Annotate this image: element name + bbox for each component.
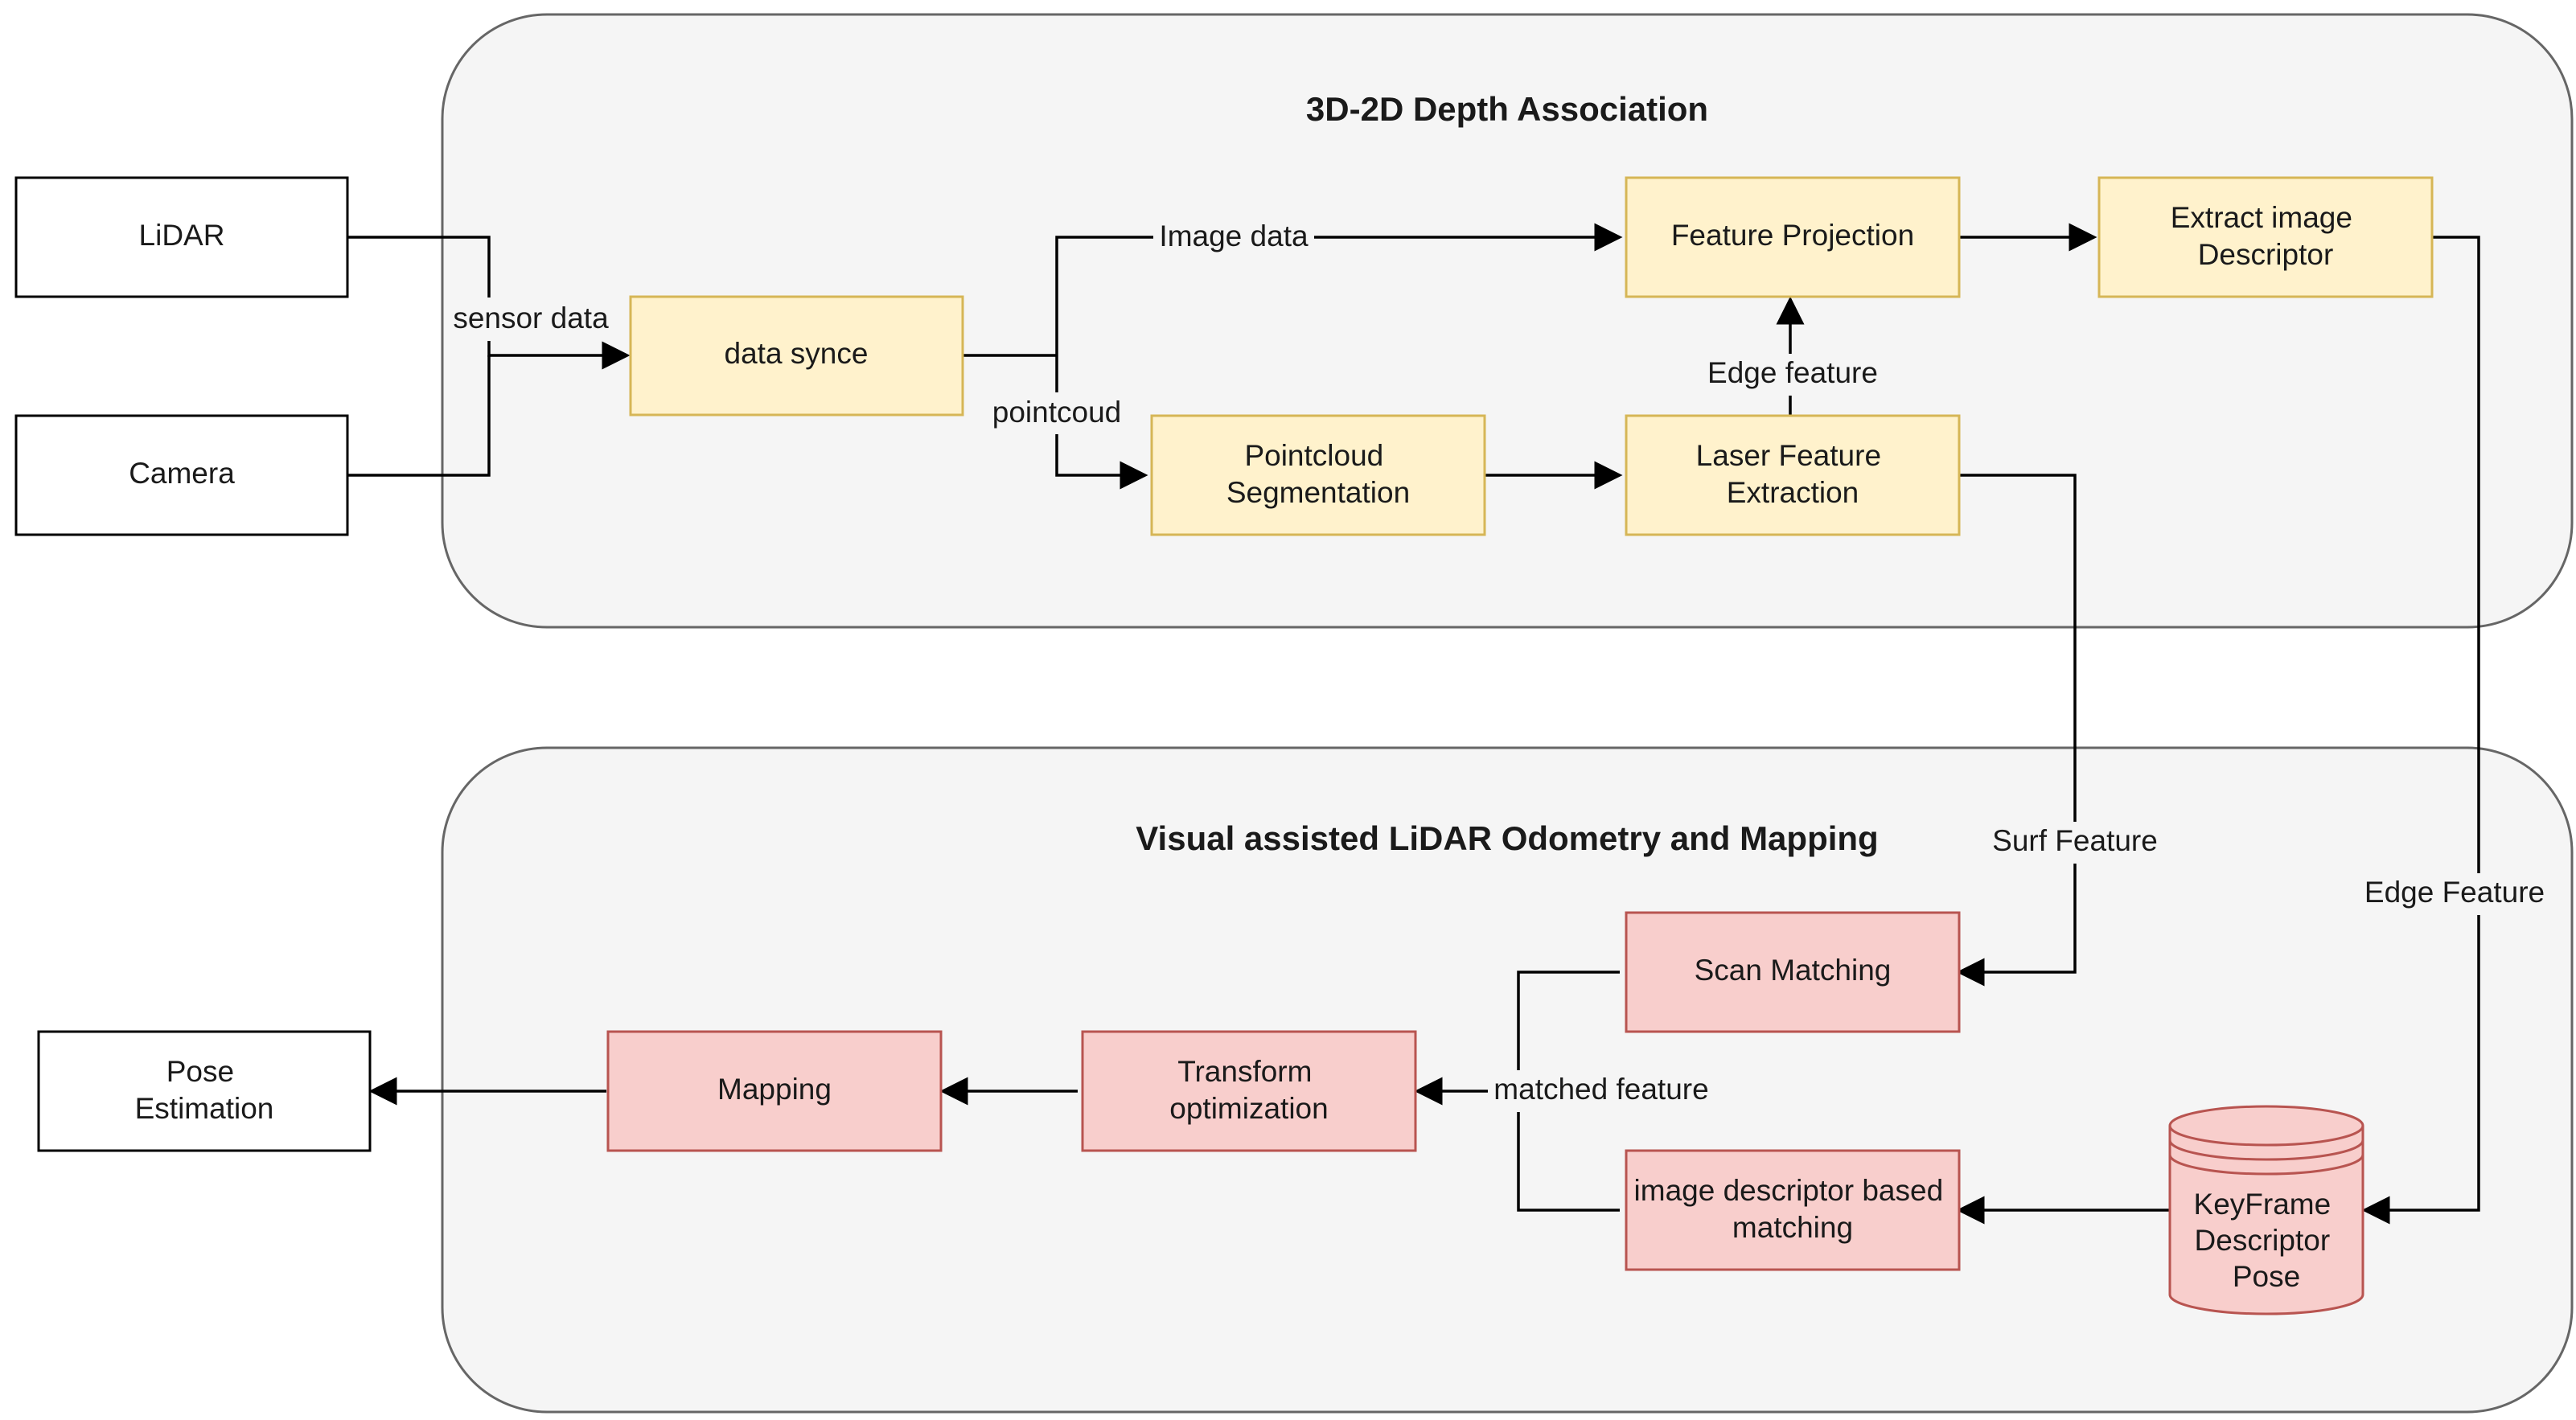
node-pose-estimation: Pose Estimation	[37, 1030, 372, 1152]
svg-text:KeyFrame Descriptor: KeyFrame Descriptor Pose	[2194, 1188, 2340, 1293]
node-mapping: Mapping	[606, 1030, 943, 1152]
svg-text:Image data: Image data	[1159, 220, 1309, 252]
node-feature-projection-label: Feature Projection	[1671, 219, 1914, 252]
edge-surf-feature	[1956, 474, 2077, 987]
node-laser-feature-extraction: Laser Feature Extraction	[1625, 414, 1961, 536]
node-lidar: LiDAR	[14, 176, 349, 298]
edge-label-edge-feature-down: Edge Feature	[2360, 873, 2551, 915]
svg-text:Scan Matching: Scan Matching	[1695, 954, 1892, 987]
node-keyframe-line1: KeyFrame	[2194, 1188, 2332, 1221]
svg-text:Edge feature: Edge feature	[1707, 356, 1878, 389]
svg-text:matched feature: matched feature	[1493, 1073, 1708, 1106]
edge-label-edge-feature-up: Edge feature	[1702, 354, 1884, 396]
svg-text:Edge Feature: Edge Feature	[2364, 876, 2545, 909]
node-extract-image-descriptor: Extract image Descriptor	[2097, 176, 2434, 298]
edge-lidar-to-sync	[347, 236, 631, 370]
node-transform-optimization: Transform optimization	[1081, 1030, 1417, 1152]
node-laser-feature-extraction-line2: Extraction	[1727, 476, 1859, 509]
group-depth-association-title: 3D-2D Depth Association	[1306, 90, 1708, 128]
node-data-sync: data synce	[629, 295, 964, 417]
node-extract-image-descriptor-line2: Descriptor	[2198, 238, 2334, 271]
node-pose-estimation-line2: Estimation	[135, 1092, 274, 1125]
node-camera-label: Camera	[129, 457, 235, 490]
edge-label-sensor-data: sensor data	[447, 298, 614, 341]
edge-label-matched-feature: matched feature	[1488, 1070, 1715, 1112]
node-transform-optimization-line2: optimization	[1169, 1092, 1328, 1125]
node-pointcloud-segmentation-line1: Pointcloud	[1244, 439, 1383, 472]
svg-text:data synce: data synce	[725, 337, 869, 370]
node-image-descriptor-matching-line1: image descriptor based	[1634, 1174, 1944, 1207]
node-laser-feature-extraction-line1: Laser Feature	[1696, 439, 1881, 472]
svg-text:sensor data: sensor data	[453, 302, 609, 334]
node-pointcloud-segmentation: Pointcloud Segmentation	[1150, 414, 1486, 536]
node-transform-optimization-line1: Transform	[1177, 1055, 1312, 1088]
node-mapping-label: Mapping	[717, 1073, 832, 1106]
node-pose-estimation-line1: Pose	[166, 1055, 234, 1088]
svg-text:LiDAR: LiDAR	[139, 219, 225, 252]
node-image-descriptor-matching: image descriptor based matching	[1625, 1149, 1961, 1271]
svg-text:Transform optimization: Transform optimization	[1169, 1055, 1328, 1125]
edge-label-pointcloud: pointcoud	[986, 392, 1129, 434]
edge-label-image-data: Image data	[1153, 217, 1314, 259]
group-odometry-mapping-title: Visual assisted LiDAR Odometry and Mappi…	[1136, 819, 1878, 857]
node-image-descriptor-matching-line2: matching	[1732, 1211, 1853, 1244]
svg-text:pointcoud: pointcoud	[992, 396, 1121, 429]
edge-label-surf-feature: Surf Feature	[1985, 822, 2165, 864]
node-extract-image-descriptor-line1: Extract image	[2171, 201, 2352, 234]
node-lidar-label: LiDAR	[139, 219, 225, 252]
node-pointcloud-segmentation-line2: Segmentation	[1226, 476, 1410, 509]
node-keyframe-line2: Descriptor	[2195, 1224, 2331, 1257]
svg-text:Mapping: Mapping	[717, 1073, 832, 1106]
svg-text:Extract image Descriptor: Extract image Descriptor	[2171, 201, 2360, 271]
edge-edge-feature	[2361, 236, 2480, 1225]
node-feature-projection: Feature Projection	[1625, 176, 1961, 298]
node-data-sync-label: data synce	[725, 337, 869, 370]
edge-camera-to-sync	[347, 355, 491, 477]
svg-text:image descriptor based m: image descriptor based matching	[1634, 1174, 1952, 1244]
node-scan-matching: Scan Matching	[1625, 911, 1961, 1033]
svg-text:Pointcloud Segmentation: Pointcloud Segmentation	[1226, 439, 1410, 509]
svg-text:Camera: Camera	[129, 457, 235, 490]
svg-text:Surf Feature: Surf Feature	[1992, 824, 2158, 857]
svg-text:Pose Estimation: Pose Estimation	[135, 1055, 274, 1125]
node-camera: Camera	[14, 414, 349, 536]
node-keyframe-line3: Pose	[2233, 1260, 2300, 1293]
edge-image-data	[1055, 223, 1623, 355]
node-keyframe-database: KeyFrame Descriptor Pose	[2168, 1105, 2364, 1315]
svg-text:Laser Feature Extraction: Laser Feature Extraction	[1696, 439, 1890, 509]
node-scan-matching-label: Scan Matching	[1695, 954, 1892, 987]
svg-text:Feature Projection: Feature Projection	[1671, 219, 1914, 252]
